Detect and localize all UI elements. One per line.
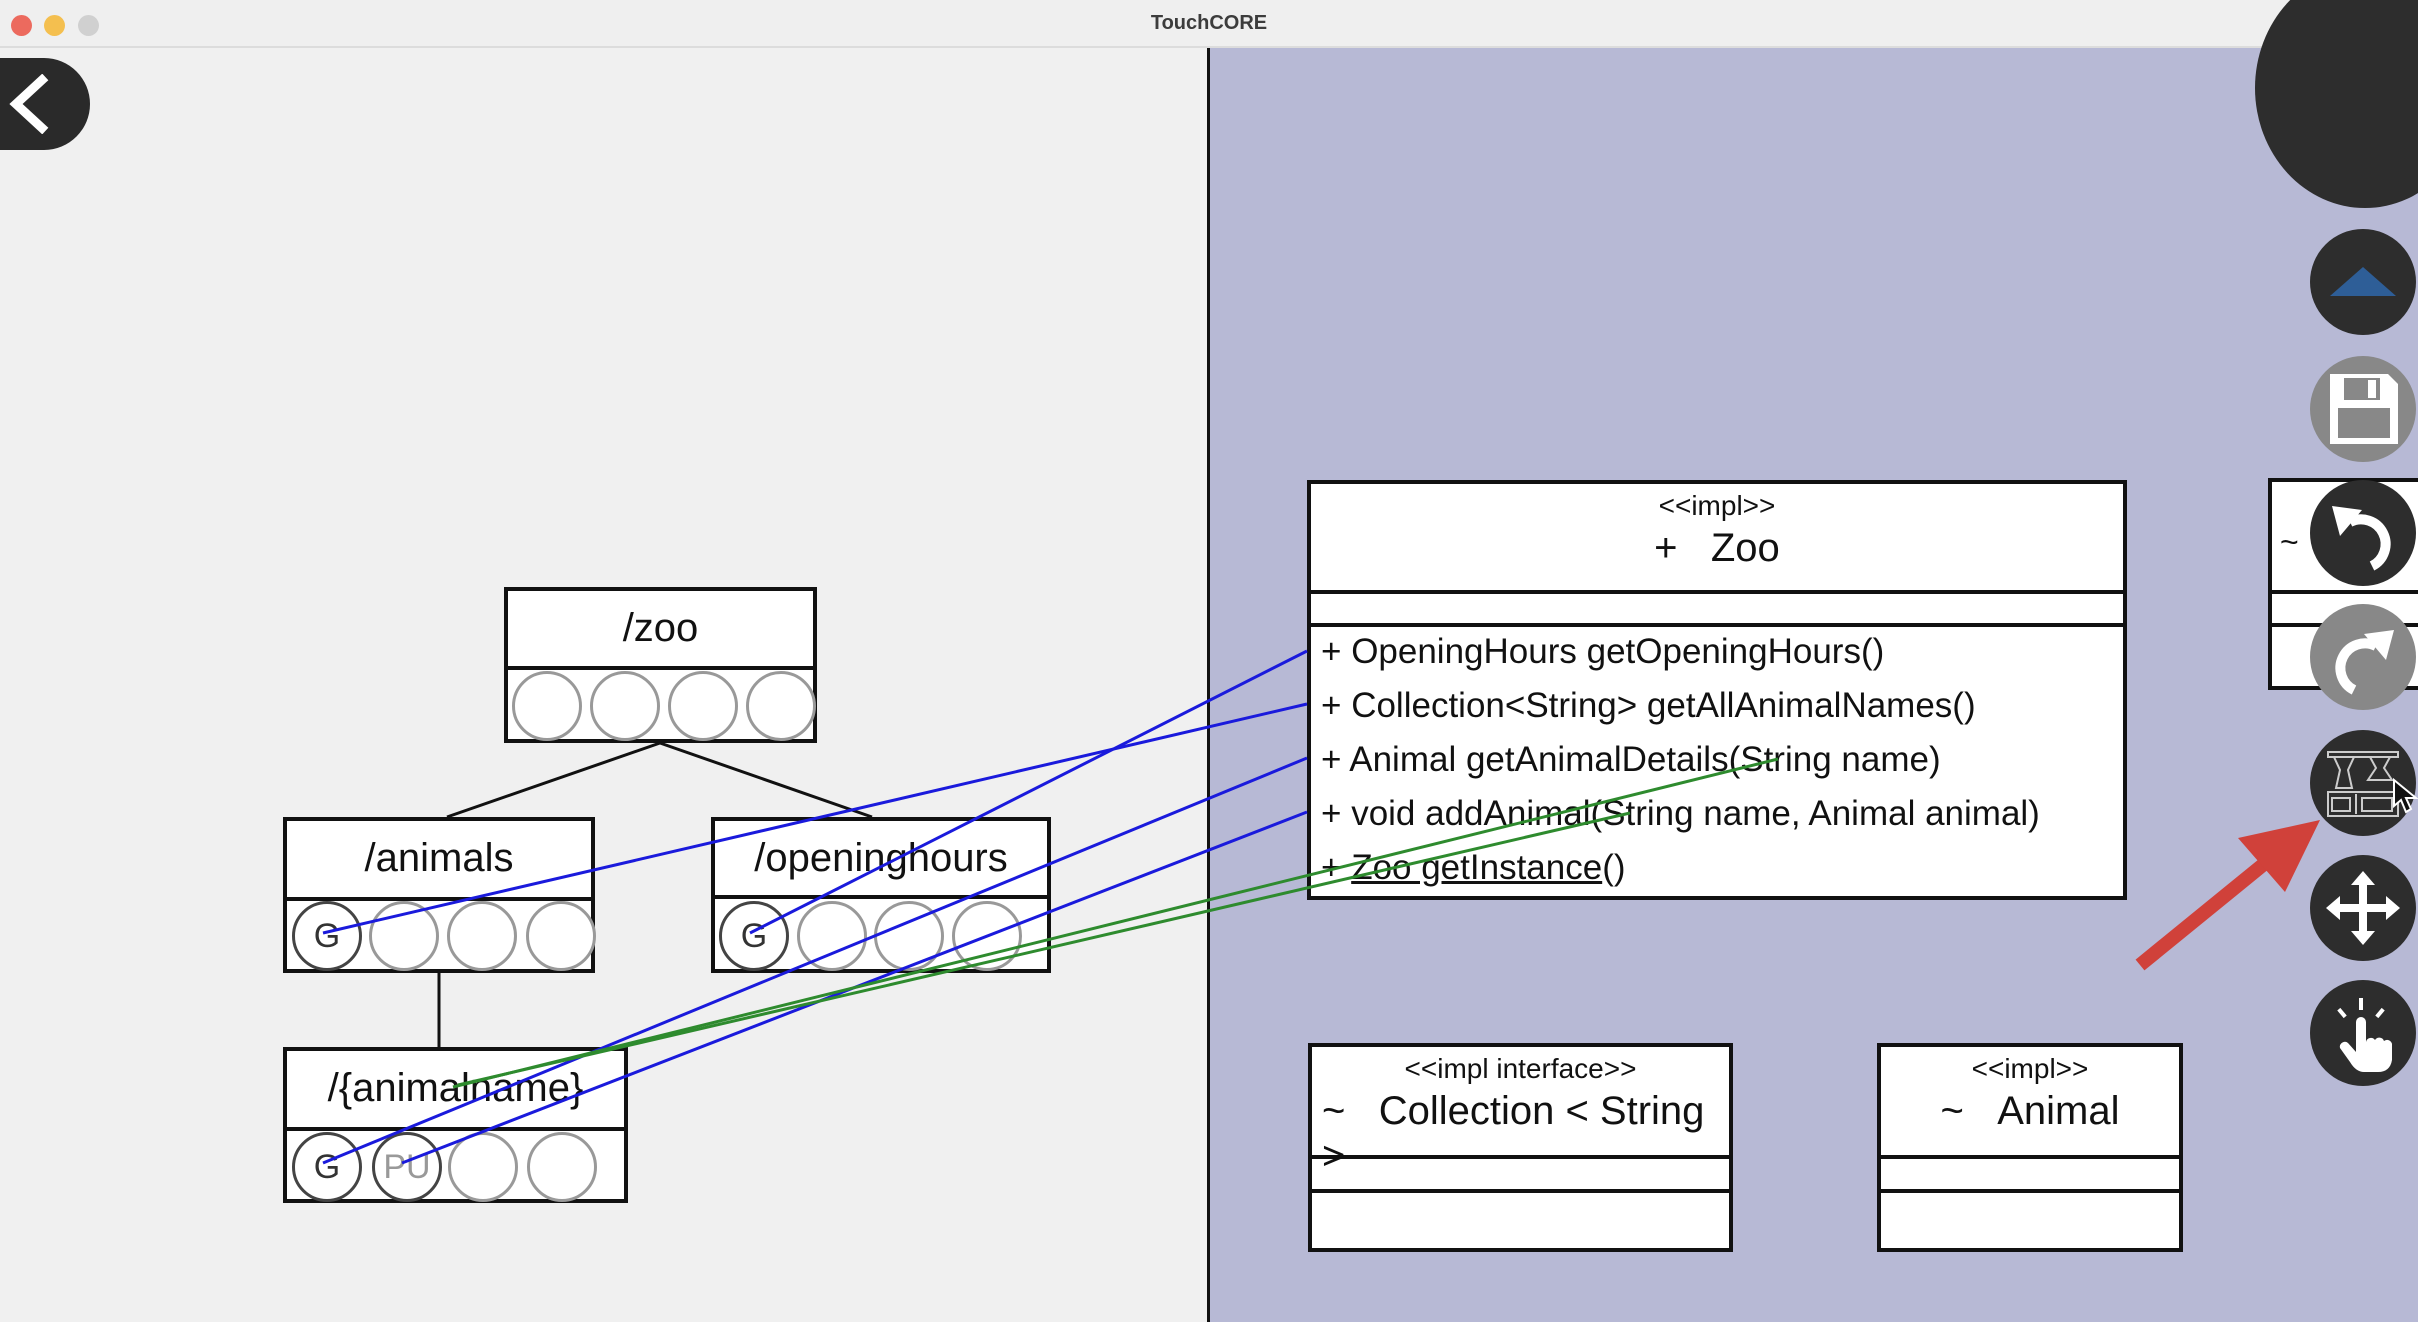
undo-icon — [2332, 506, 2391, 571]
method-slot[interactable] — [874, 901, 944, 971]
triangle-up-icon — [2330, 267, 2396, 296]
method-get[interactable]: G — [292, 1132, 362, 1202]
class-name-text: Zoo — [1710, 526, 1780, 570]
class-visibility: + — [1654, 526, 1678, 570]
method-slot[interactable] — [668, 671, 738, 741]
method-slot[interactable] — [952, 901, 1022, 971]
method-slot[interactable] — [746, 671, 816, 741]
class-header: <<impl interface>> ~ Collection < String… — [1312, 1047, 1729, 1178]
attributes-compartment — [1312, 1155, 1729, 1193]
chevron-left-icon — [9, 74, 49, 134]
class-zoo[interactable]: <<impl>> + Zoo + OpeningHours getOpening… — [1307, 480, 2127, 900]
tap-hand-icon — [2337, 998, 2392, 1072]
resource-path: /{animalname} — [287, 1051, 624, 1131]
class-name: ~ Animal — [1940, 1089, 2120, 1133]
resource-openinghours[interactable]: /openinghours G — [711, 817, 1051, 973]
factory-machine-icon — [2327, 751, 2399, 817]
move-button[interactable] — [2310, 855, 2416, 961]
class-stereotype: <<impl>> — [1658, 490, 1776, 521]
method-slot[interactable] — [797, 901, 867, 971]
method-get[interactable]: G — [292, 901, 362, 971]
attributes-compartment — [1881, 1155, 2179, 1193]
operation-getInstance[interactable]: + Zoo getInstance() — [1321, 848, 1626, 887]
collapse-button[interactable] — [2310, 229, 2416, 335]
window-titlebar: TouchCORE — [0, 0, 2418, 48]
method-slot[interactable] — [369, 901, 439, 971]
operation-getAllAnimalNames[interactable]: + Collection<String> getAllAnimalNames() — [1321, 686, 1976, 725]
method-slot[interactable] — [526, 901, 596, 971]
operation-getAnimalDetails[interactable]: + Animal getAnimalDetails(String name) — [1321, 740, 1941, 779]
minimize-window-button[interactable] — [44, 15, 65, 36]
method-slot[interactable] — [590, 671, 660, 741]
method-slot[interactable] — [448, 1132, 518, 1202]
move-arrows-icon — [2326, 871, 2400, 945]
redo-button[interactable] — [2310, 604, 2416, 710]
class-animal[interactable]: <<impl>> ~ Animal — [1877, 1043, 2183, 1252]
rest-mapping-button[interactable] — [2310, 730, 2418, 836]
class-name: ~ Collection < String > — [1322, 1089, 1705, 1178]
operation-addAnimal[interactable]: + void addAnimal(String name, Animal ani… — [1321, 794, 2040, 833]
class-header: <<impl>> ~ Animal — [1881, 1047, 2179, 1159]
method-slot[interactable] — [512, 671, 582, 741]
resource-path: /openinghours — [715, 821, 1047, 899]
maximize-window-button[interactable] — [78, 15, 99, 36]
window-title: TouchCORE — [1150, 12, 1268, 34]
resource-path: /zoo — [508, 591, 813, 670]
resource-animalname[interactable]: /{animalname} G PU — [283, 1047, 628, 1203]
resource-zoo[interactable]: /zoo — [504, 587, 817, 743]
class-stereotype: <<impl interface>> — [1404, 1053, 1637, 1084]
undo-button[interactable] — [2310, 480, 2416, 586]
class-header: <<impl>> + Zoo — [1311, 484, 2123, 594]
method-put[interactable]: PU — [372, 1132, 442, 1202]
attributes-compartment — [1311, 590, 2123, 627]
method-slot[interactable] — [447, 901, 517, 971]
operation-getOpeningHours[interactable]: + OpeningHours getOpeningHours() — [1321, 632, 1885, 671]
redo-icon — [2335, 630, 2394, 695]
class-name: + Zoo — [1311, 526, 2123, 571]
resource-path: /animals — [287, 821, 591, 901]
class-header: ~ — [2272, 482, 2418, 594]
save-button[interactable] — [2310, 356, 2416, 462]
method-get[interactable]: G — [719, 901, 789, 971]
select-button[interactable] — [2310, 980, 2416, 1086]
class-stereotype: <<impl>> — [1971, 1053, 2089, 1084]
close-window-button[interactable] — [11, 15, 32, 36]
mouse-cursor-icon — [2393, 778, 2418, 814]
class-visibility: ~ — [2280, 524, 2299, 560]
resource-animals[interactable]: /animals G — [283, 817, 596, 973]
method-slot[interactable] — [527, 1132, 597, 1202]
class-collection[interactable]: <<impl interface>> ~ Collection < String… — [1308, 1043, 1733, 1252]
floppy-disk-icon — [2330, 374, 2398, 444]
back-button[interactable] — [0, 58, 90, 150]
